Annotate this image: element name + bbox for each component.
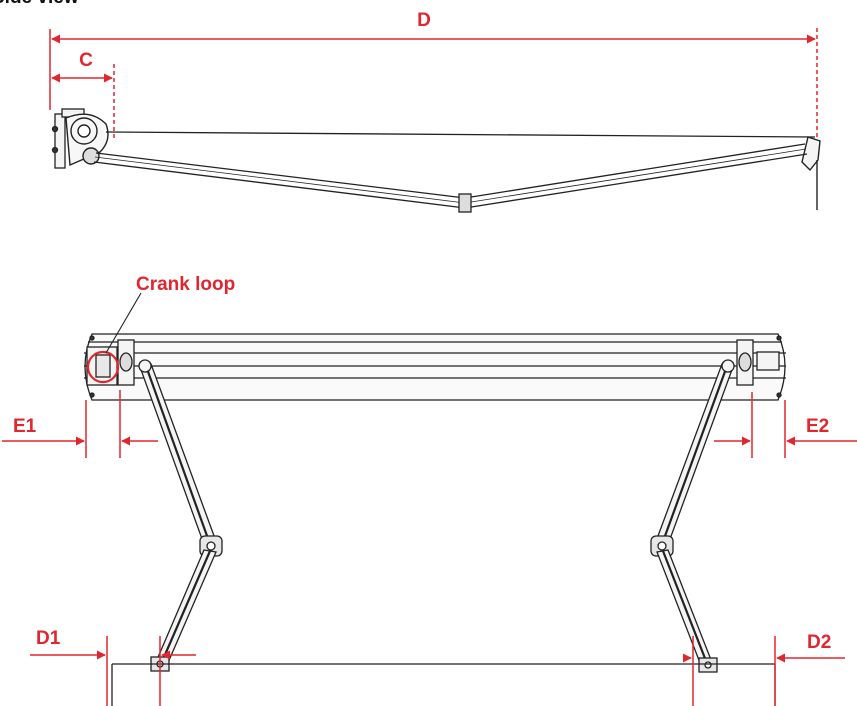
wall-bracket	[51, 108, 85, 169]
cassette	[65, 113, 109, 167]
top-view: Crank loop	[2, 274, 857, 706]
dimension-d1-label: D1	[36, 628, 61, 649]
dimension-d2	[682, 636, 845, 706]
cassette-frame	[84, 333, 786, 401]
dimension-e2-label: E2	[806, 416, 829, 437]
right-arm	[650, 359, 735, 673]
right-bracket	[736, 339, 780, 386]
dimension-d2-label: D2	[807, 632, 831, 653]
crank-loop-leader	[105, 292, 142, 354]
dimension-e1-label: E1	[13, 416, 37, 437]
front-profile	[801, 136, 821, 210]
dimension-c-label: C	[79, 50, 93, 71]
dimension-e1	[2, 390, 158, 458]
fabric-line	[105, 131, 816, 138]
crank-loop-label: Crank loop	[136, 274, 235, 295]
front-bar	[111, 663, 776, 706]
side-view: D C	[49, 10, 821, 213]
dimension-d1	[30, 636, 196, 706]
left-arm	[138, 359, 223, 672]
dimension-e2	[714, 392, 857, 458]
crank-loop-highlight	[86, 350, 120, 384]
dimension-d-label: D	[417, 10, 431, 31]
page-title: Side view	[0, 0, 79, 9]
folded-arms	[93, 143, 808, 213]
